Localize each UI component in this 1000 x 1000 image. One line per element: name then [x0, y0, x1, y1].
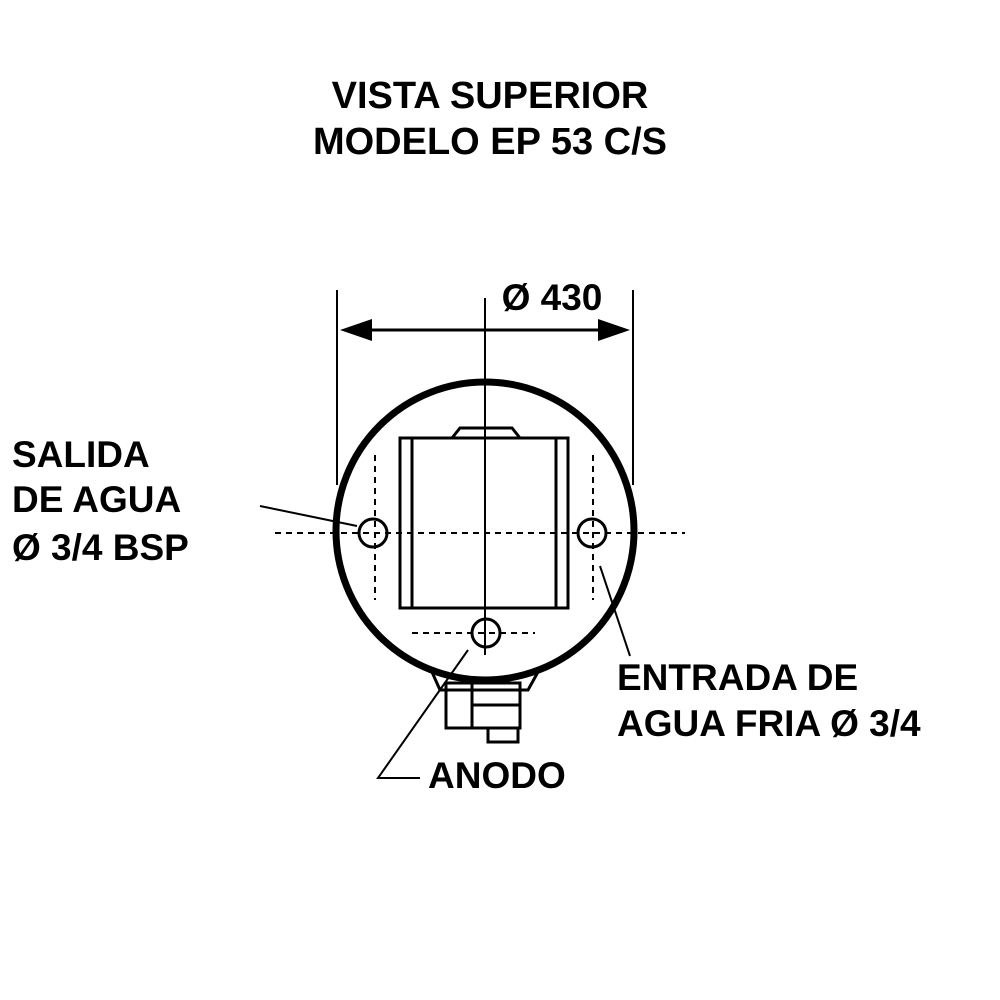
anode-label: ANODO	[428, 755, 566, 796]
outlet-port	[357, 517, 389, 549]
connection-box-foot	[486, 726, 520, 744]
outlet-label-line-3: Ø 3/4 BSP	[12, 527, 189, 568]
dimension-label: Ø 430	[502, 277, 603, 318]
outlet-label-line-1: SALIDA	[12, 434, 150, 475]
inlet-label-line-1: ENTRADA DE	[617, 657, 858, 698]
outlet-label-line-2: DE AGUA	[12, 479, 181, 520]
anode-port	[470, 617, 502, 649]
dimension-arrow-left	[340, 319, 372, 341]
inlet-leader	[599, 565, 631, 657]
bracket-flange	[430, 671, 540, 692]
anode-leader	[376, 649, 469, 779]
outlet-leader	[259, 505, 358, 527]
dimension-arrow-right	[598, 319, 630, 341]
tank-outline	[332, 378, 638, 684]
title-line-2: MODELO EP 53 C/S	[313, 121, 667, 163]
housing-cap	[450, 426, 522, 439]
inlet-label-line-2: AGUA FRIA Ø 3/4	[617, 703, 921, 744]
inlet-port	[576, 517, 608, 549]
title-line-1: VISTA SUPERIOR	[332, 75, 649, 117]
